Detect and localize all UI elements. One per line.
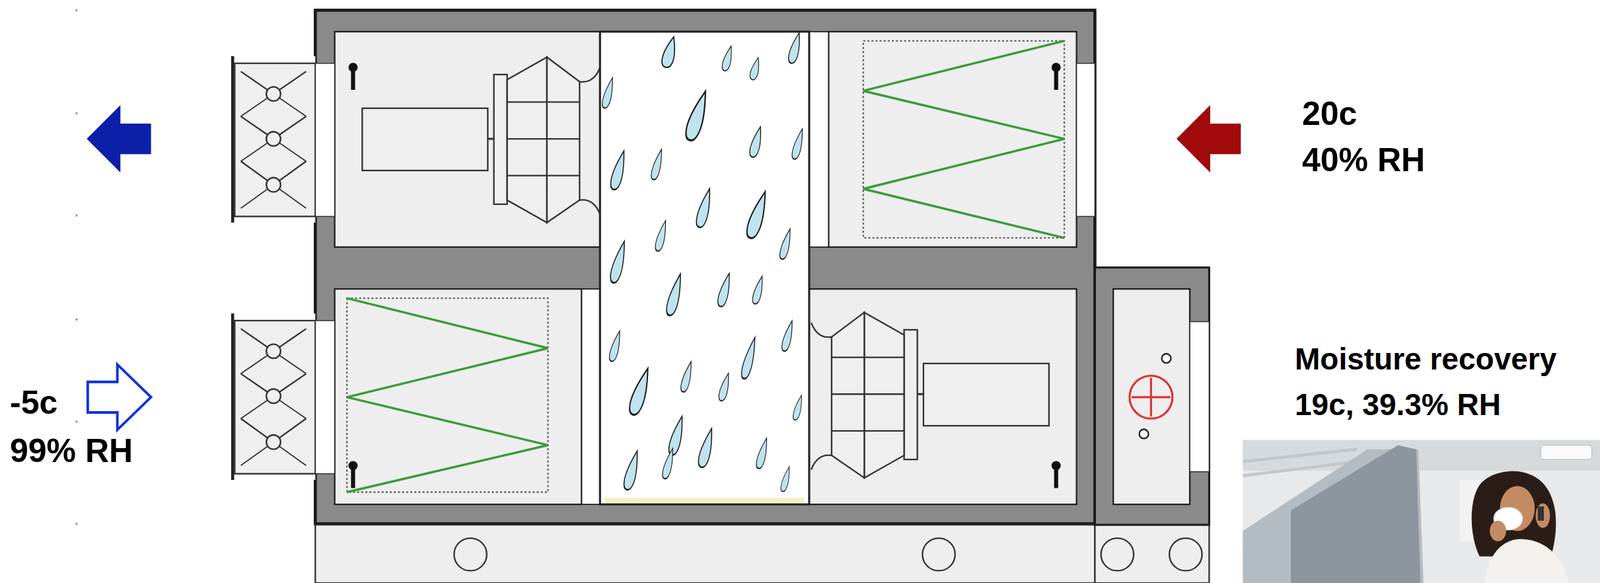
supply-humidity: 40% RH: [1302, 142, 1425, 179]
supply-temperature: 20c: [1302, 95, 1357, 133]
outdoor-humidity: 99% RH: [9, 432, 133, 470]
outdoor-temperature: -5c: [9, 384, 58, 421]
recovery-conditions: 19c, 39.3% RH: [1294, 387, 1501, 422]
recovery-heading: Moisture recovery: [1294, 342, 1557, 376]
